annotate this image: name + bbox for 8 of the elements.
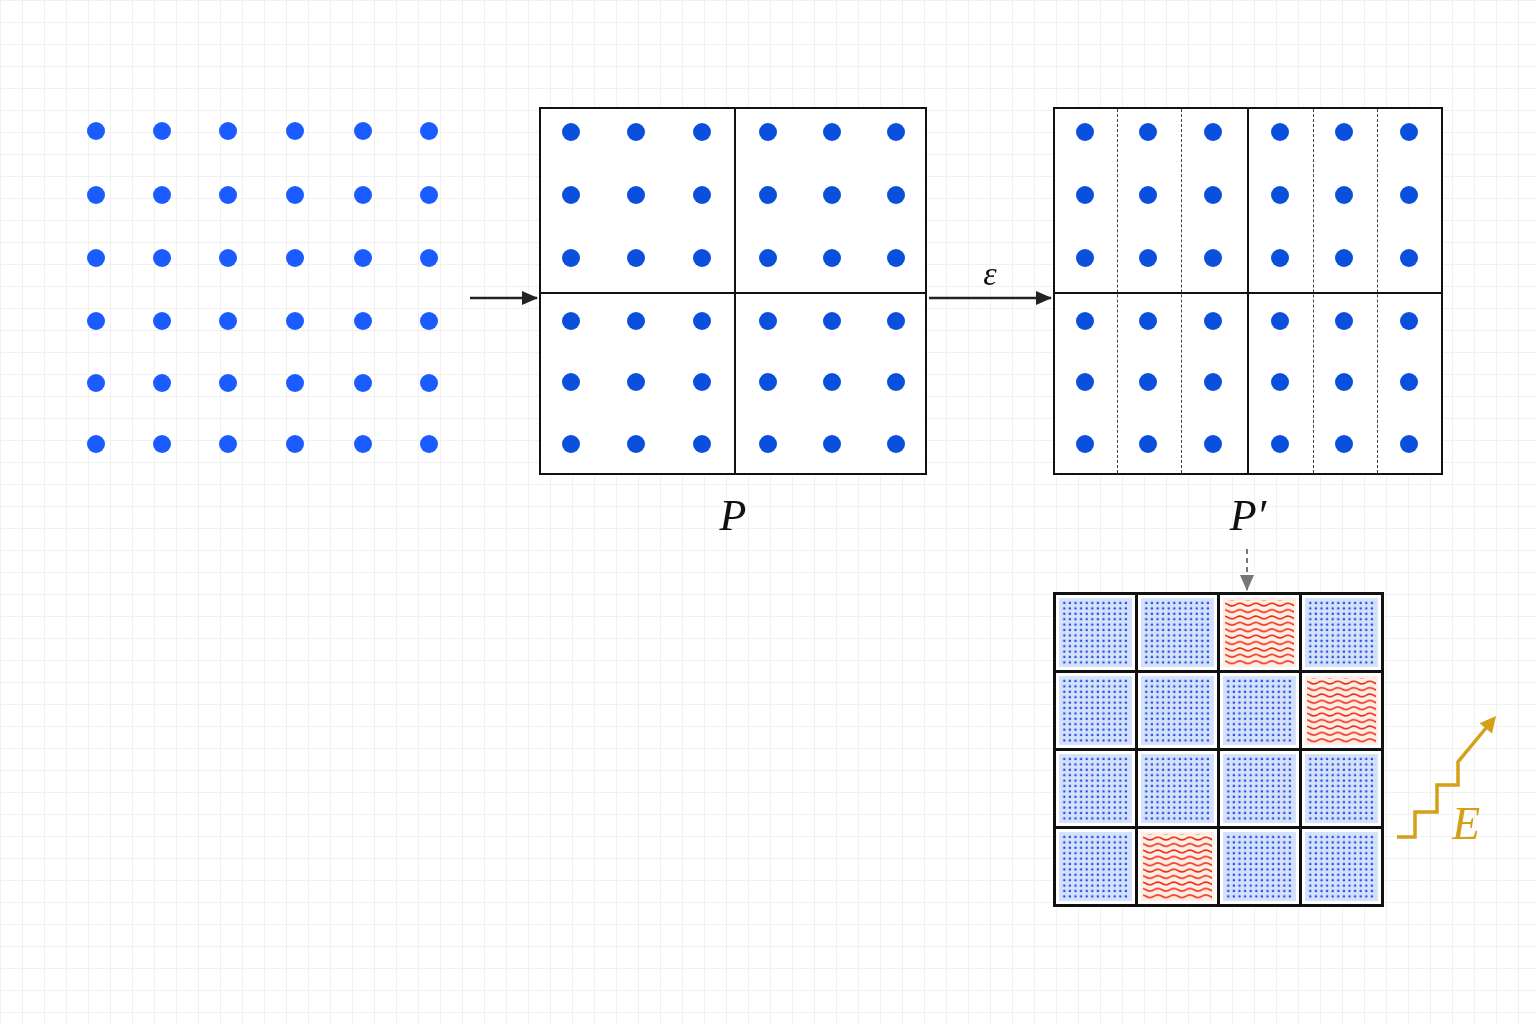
arrow xyxy=(929,291,1052,305)
edge-label: ε xyxy=(983,254,997,294)
arrow xyxy=(470,291,538,305)
dashed-arrow xyxy=(1240,548,1254,591)
arrow-label: E xyxy=(1452,798,1481,850)
box-label: P xyxy=(719,491,747,541)
tile-grid xyxy=(1053,592,1384,907)
box-label: P′ xyxy=(1229,491,1267,541)
